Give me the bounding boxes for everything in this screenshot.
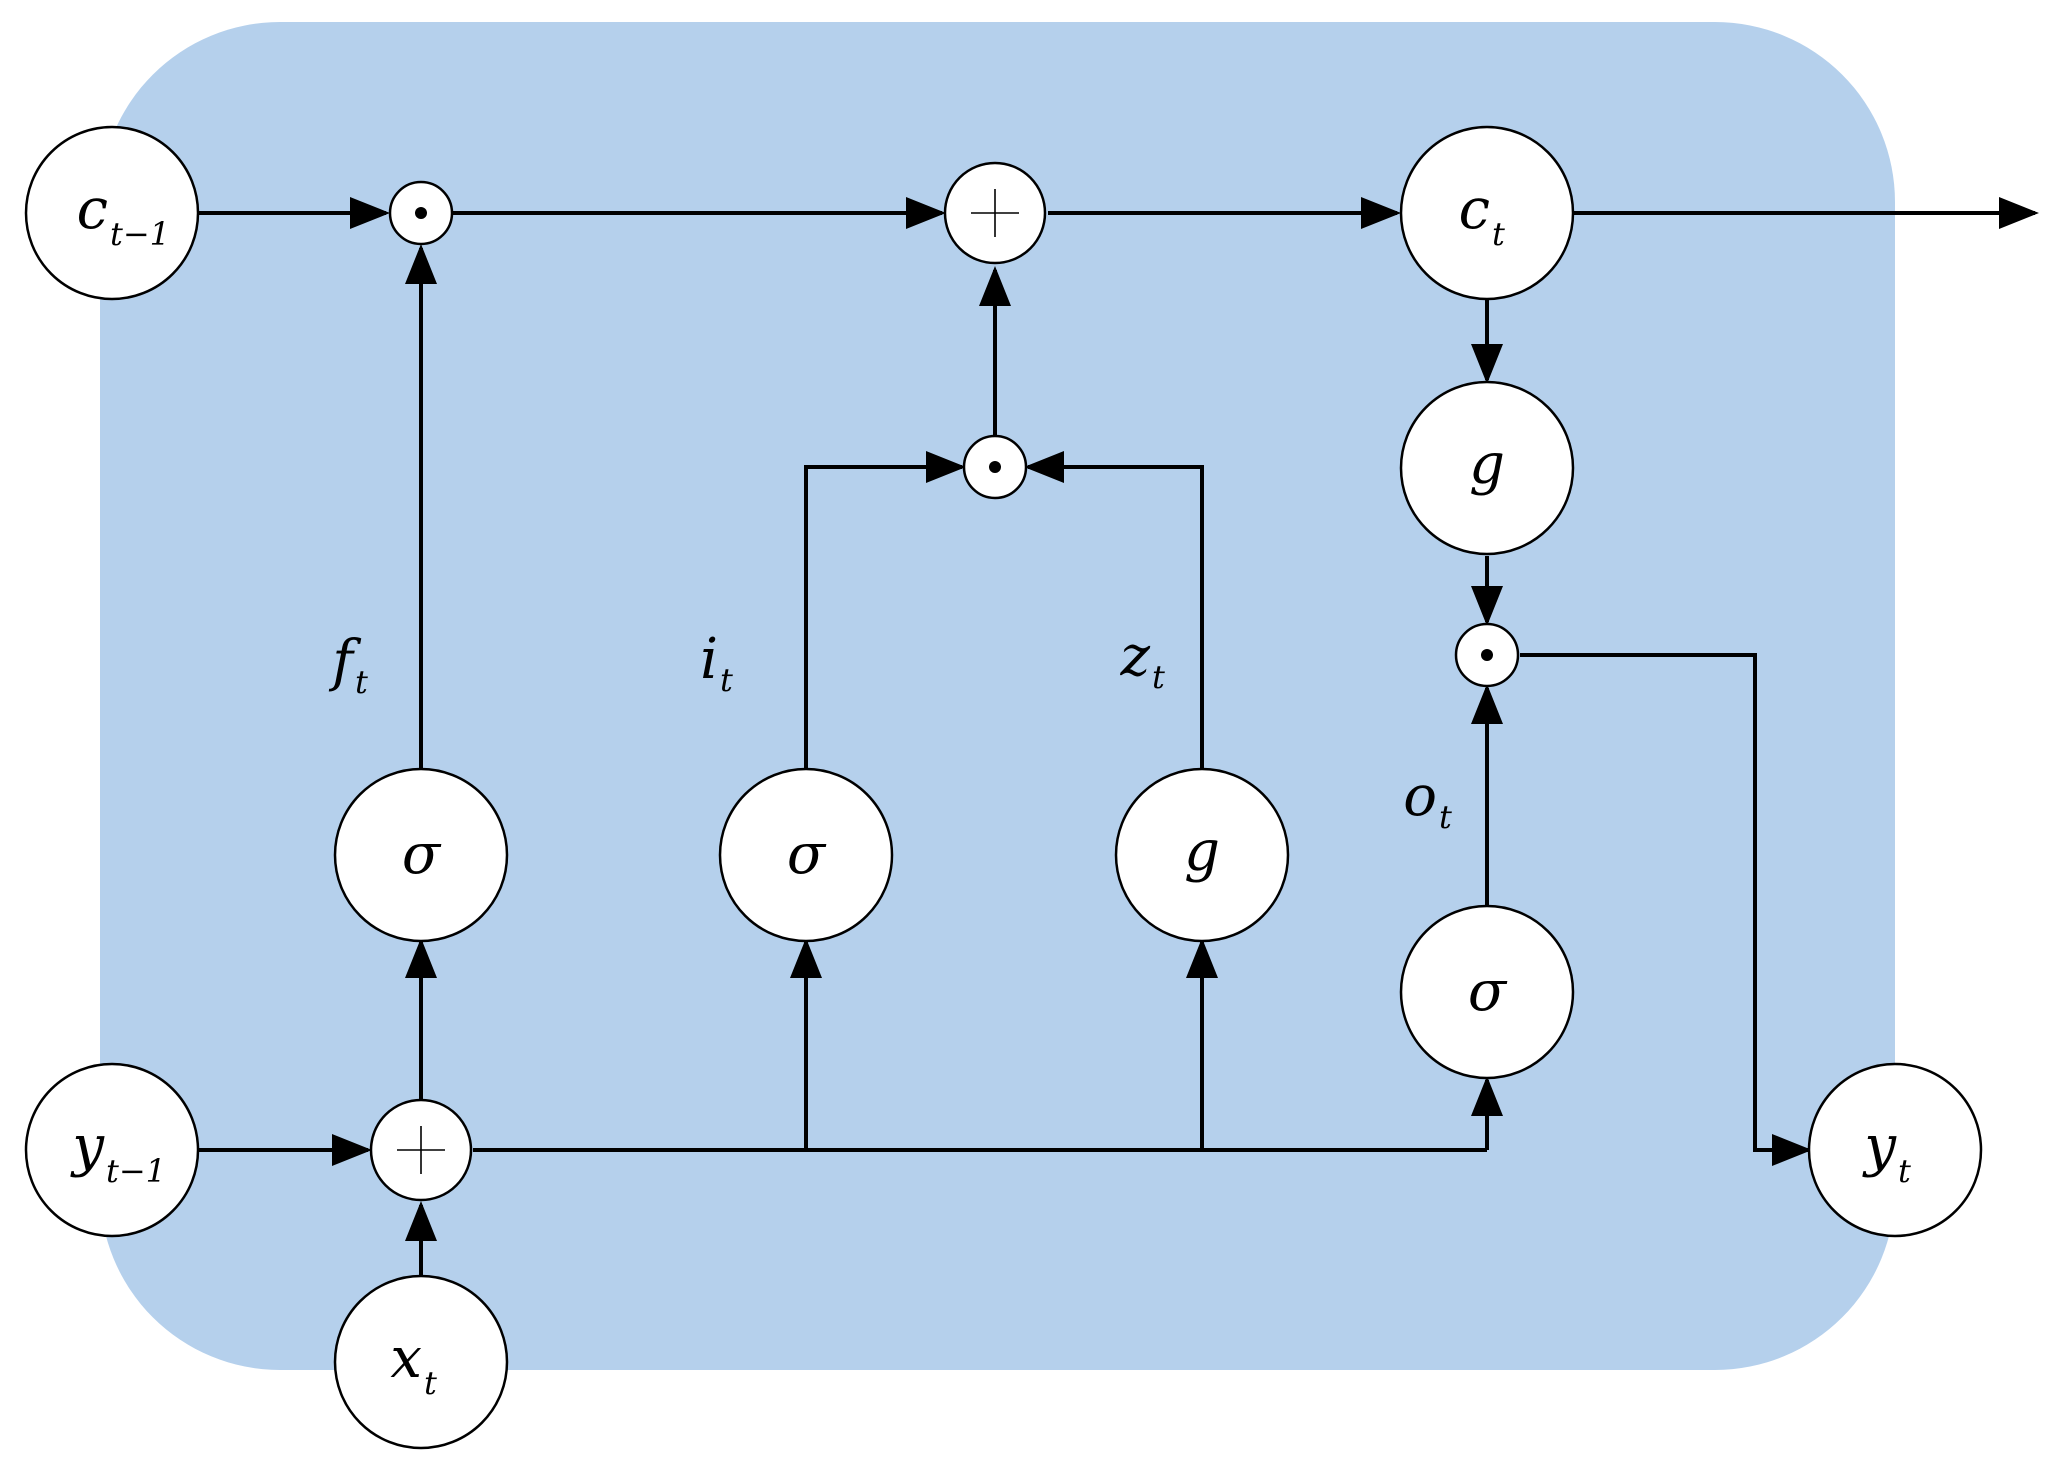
node-y-t: y t xyxy=(1807,1062,1983,1238)
pointwise-multiply-icon xyxy=(989,461,1001,473)
node-c-t: c t xyxy=(1399,125,1575,301)
wire-output-mult-to-yt xyxy=(1520,653,1812,1166)
gate-label-o-main: o xyxy=(1403,764,1437,829)
wire-it xyxy=(804,451,966,768)
input-multiply-op xyxy=(962,434,1028,500)
gate-label-z-sub: t xyxy=(1152,658,1165,696)
node-candidate-activation: g xyxy=(1114,767,1290,943)
node-cell-activation: g xyxy=(1399,380,1575,556)
node-c-prev-main: c xyxy=(77,177,108,242)
forget-multiply-op xyxy=(388,180,454,246)
gate-label-f-sub: t xyxy=(355,663,368,701)
pointwise-multiply-icon xyxy=(415,207,427,219)
node-c-prev: c t−1 xyxy=(24,125,200,301)
node-y-prev: y t−1 xyxy=(24,1062,200,1238)
node-c-t-main: c xyxy=(1459,177,1490,242)
pointwise-add-icon xyxy=(971,189,1019,237)
node-y-prev-sub: t−1 xyxy=(106,1152,166,1190)
gate-label-z: z t xyxy=(1119,624,1165,696)
output-activation-symbol: σ xyxy=(1468,959,1508,1024)
candidate-activation-symbol: g xyxy=(1184,819,1220,884)
node-c-t-sub: t xyxy=(1492,215,1505,253)
wire-zt xyxy=(1024,451,1204,768)
output-multiply-op xyxy=(1454,622,1520,688)
cell-activation-symbol: g xyxy=(1469,432,1505,497)
input-activation-symbol: σ xyxy=(787,822,827,887)
pointwise-multiply-icon xyxy=(1481,649,1493,661)
node-x-t-sub: t xyxy=(424,1364,437,1402)
wires xyxy=(197,197,2039,1275)
node-y-t-sub: t xyxy=(1898,1152,1911,1190)
gate-label-i: i t xyxy=(700,627,733,699)
node-y-prev-main: y xyxy=(69,1114,105,1179)
node-output-activation: σ xyxy=(1399,904,1575,1080)
pointwise-add-icon xyxy=(397,1126,445,1174)
gate-label-o-sub: t xyxy=(1439,798,1452,836)
node-c-prev-sub: t−1 xyxy=(110,215,170,253)
node-y-t-main: y xyxy=(1861,1114,1897,1179)
gate-label-i-sub: t xyxy=(720,661,733,699)
input-add-op xyxy=(369,1098,473,1202)
gate-label-o: o t xyxy=(1403,764,1452,836)
gate-label-i-main: i xyxy=(700,627,718,692)
node-input-activation: σ xyxy=(718,767,894,943)
forget-activation-symbol: σ xyxy=(402,822,442,887)
cell-add-op xyxy=(943,161,1047,265)
node-x-t-main: x xyxy=(390,1326,422,1391)
node-forget-activation: σ xyxy=(333,767,509,943)
gate-label-z-main: z xyxy=(1119,624,1150,689)
node-x-t: x t xyxy=(333,1274,509,1450)
